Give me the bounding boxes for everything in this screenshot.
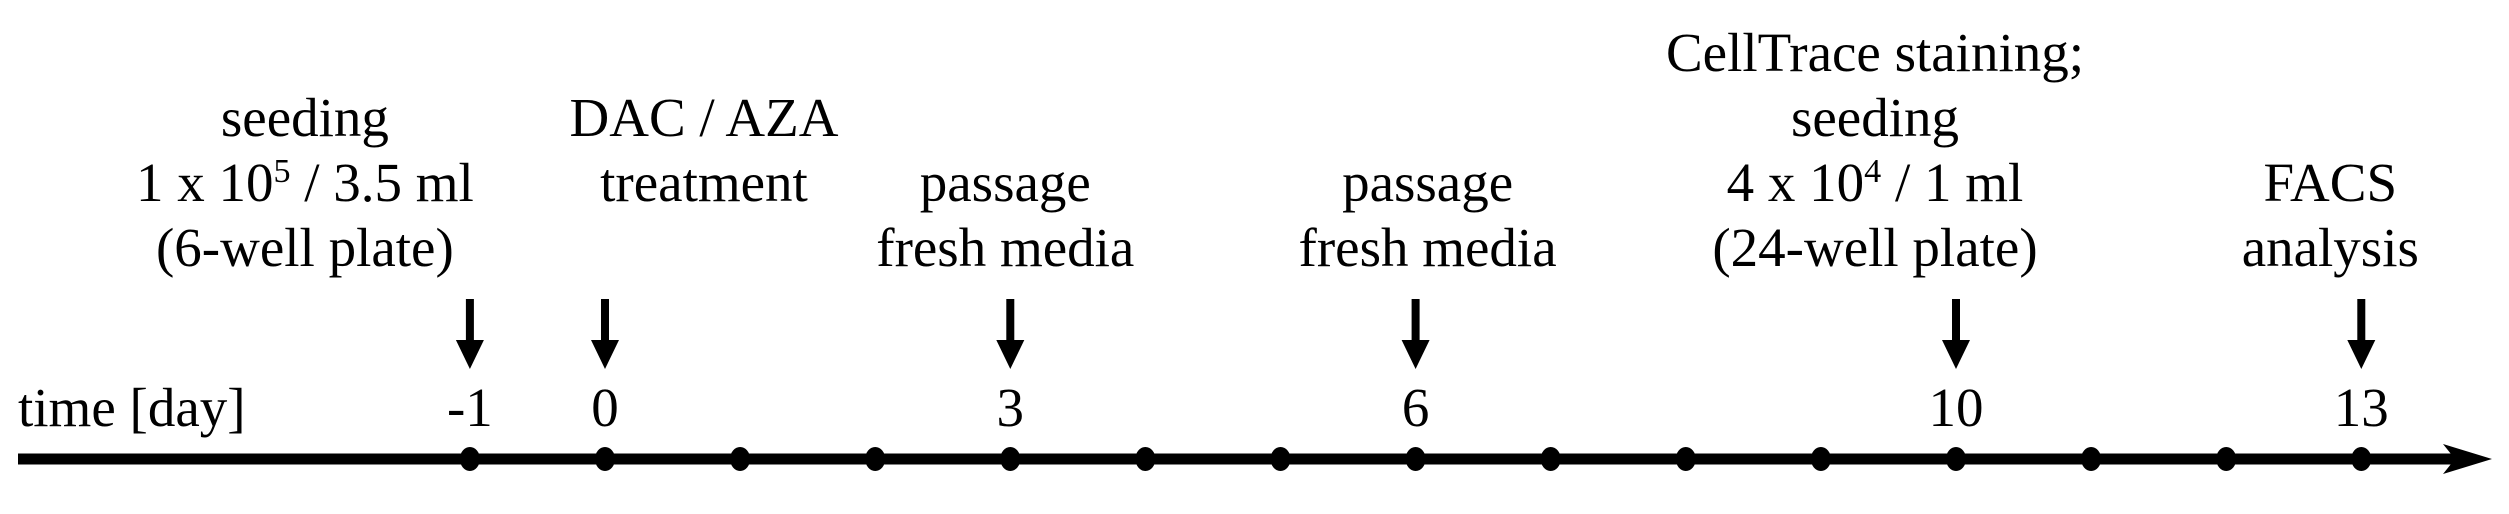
event-label-line: seeding — [220, 87, 389, 148]
day-tick-label-13: 13 — [2333, 377, 2389, 438]
event-label-line: fresh media — [876, 217, 1135, 278]
day-tick-label-3: 3 — [996, 377, 1025, 438]
day-dot-11 — [2081, 447, 2102, 471]
day-dot-1 — [730, 447, 751, 471]
time-axis-arrowhead-icon — [2443, 444, 2492, 474]
day-dot-7 — [1540, 447, 1561, 471]
event-label-line: (24-well plate) — [1712, 217, 2038, 278]
event-label-line: treatment — [600, 152, 808, 213]
day-dot-0 — [595, 447, 615, 471]
day-dot-5 — [1270, 447, 1291, 471]
day-dot-13 — [2351, 447, 2372, 471]
event-label-line: passage — [919, 152, 1091, 213]
day-dot-8 — [1675, 447, 1696, 471]
day-dot-2 — [865, 447, 886, 471]
event-label-line: seeding — [1790, 87, 1959, 148]
event-label-line: FACS — [2263, 152, 2398, 213]
superscript: 5 — [273, 153, 291, 191]
time-axis-label: time [day] — [18, 377, 246, 438]
down-arrow-head-icon-day--1 — [455, 340, 484, 369]
event-label-line: CellTrace staining; — [1665, 22, 2085, 83]
event-label-line: 1 x 105 / 3.5 ml — [135, 152, 474, 213]
down-arrow-head-icon-day-6 — [1401, 340, 1430, 369]
event-label-line: analysis — [2241, 217, 2419, 278]
day-dot-4 — [1135, 447, 1156, 471]
event-label-line: passage — [1342, 152, 1514, 213]
day-dot-3 — [1000, 447, 1021, 471]
down-arrow-head-icon-day-10 — [1942, 340, 1970, 369]
event-label-line: DAC / AZA — [569, 87, 839, 148]
down-arrow-head-icon-day-13 — [2347, 340, 2376, 369]
day-tick-label--1: -1 — [446, 377, 493, 438]
day-tick-label-0: 0 — [591, 377, 619, 438]
day-dot-9 — [1810, 447, 1831, 471]
event-label-line: 4 x 104 / 1 ml — [1726, 152, 2024, 213]
event-label-line: fresh media — [1298, 217, 1557, 278]
day-dot-12 — [2216, 447, 2237, 471]
day-dot-6 — [1405, 447, 1426, 471]
down-arrow-head-icon-day-3 — [996, 340, 1025, 369]
day-dot--1 — [459, 447, 480, 471]
superscript: 4 — [1864, 153, 1882, 191]
day-tick-label-10: 10 — [1928, 377, 1984, 438]
day-tick-label-6: 6 — [1401, 377, 1430, 438]
event-label-line: (6-well plate) — [155, 217, 454, 278]
down-arrow-head-icon-day-0 — [591, 340, 619, 369]
day-dot-10 — [1946, 447, 1966, 471]
